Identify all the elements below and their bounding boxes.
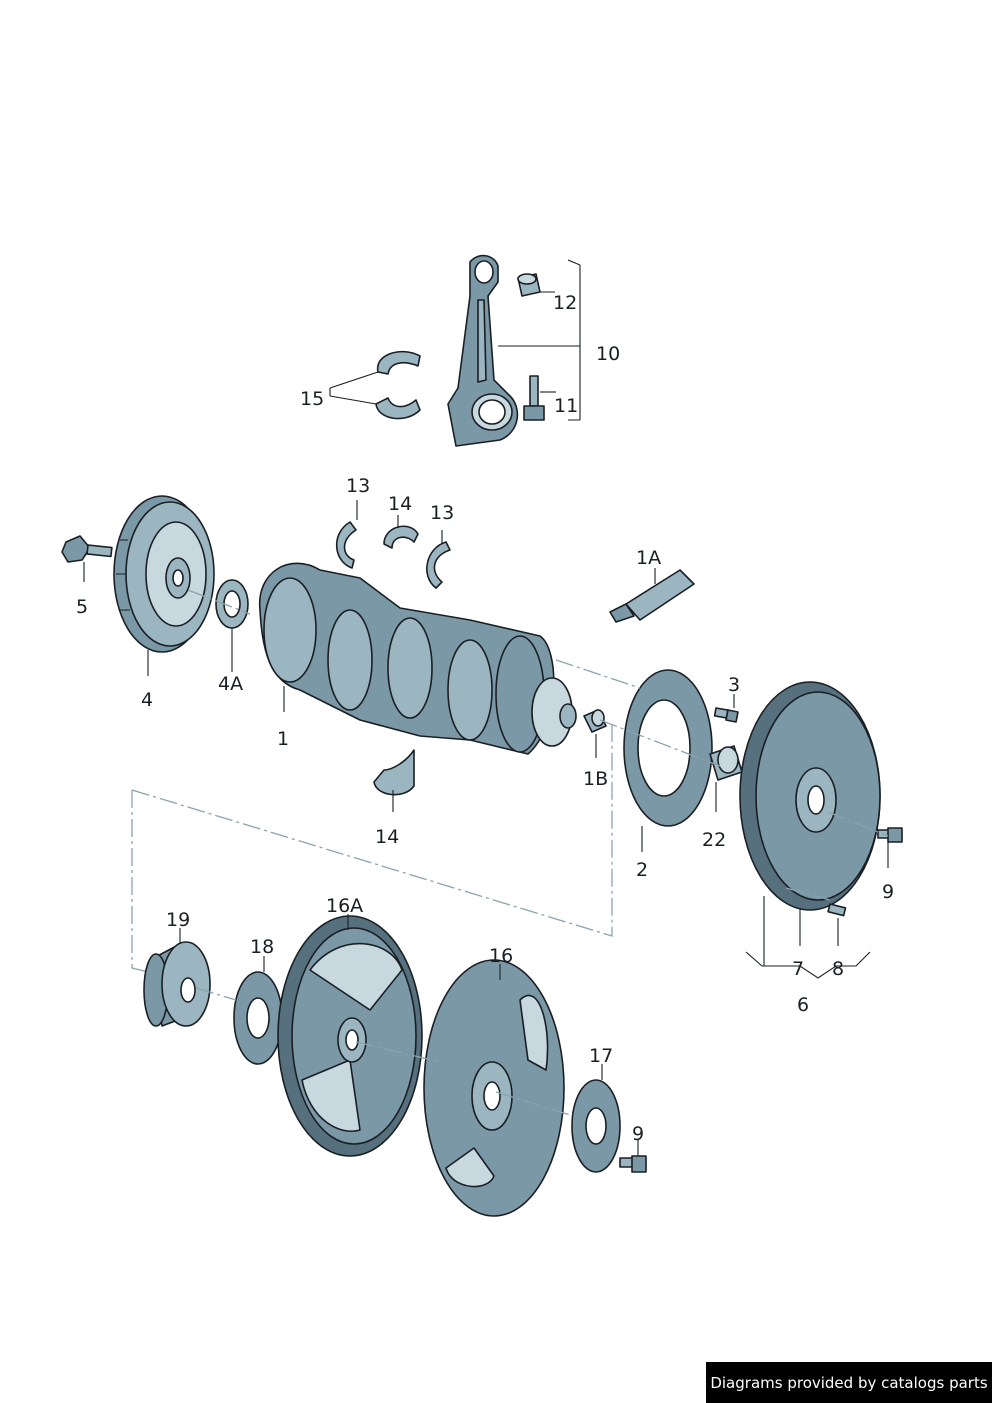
callout-5: 5 bbox=[76, 596, 88, 618]
reinforcing-washer bbox=[571, 1079, 621, 1173]
callout-4: 4 bbox=[141, 689, 153, 711]
callout-11: 11 bbox=[554, 395, 578, 417]
vibration-damper bbox=[113, 495, 215, 653]
callout-8: 8 bbox=[832, 958, 844, 980]
thrust-washers bbox=[335, 521, 451, 796]
callout-16: 16 bbox=[489, 945, 513, 967]
spacer-plate bbox=[233, 971, 283, 1065]
callout-1A: 1A bbox=[636, 547, 661, 569]
needle-bearing bbox=[709, 745, 743, 781]
callout-12: 12 bbox=[553, 292, 577, 314]
callout-22: 22 bbox=[702, 829, 726, 851]
callout-13-right: 13 bbox=[430, 502, 454, 524]
callout-3: 3 bbox=[728, 674, 740, 696]
callout-9-upper: 9 bbox=[882, 881, 894, 903]
callout-13-left: 13 bbox=[346, 475, 370, 497]
callout-1B: 1B bbox=[583, 768, 608, 790]
catalog-credit-badge: Diagrams provided by catalogs parts bbox=[706, 1362, 992, 1403]
drive-plate-bolt bbox=[619, 1155, 647, 1173]
callout-2: 2 bbox=[636, 859, 648, 881]
flywheel-bolt bbox=[877, 827, 903, 843]
connecting-rod bbox=[447, 254, 519, 447]
drive-plate bbox=[423, 959, 565, 1217]
small-end-bushing bbox=[517, 273, 541, 297]
callout-16A: 16A bbox=[326, 895, 363, 917]
callout-19: 19 bbox=[166, 909, 190, 931]
pilot-bearing bbox=[583, 709, 607, 733]
callout-6: 6 bbox=[797, 994, 809, 1016]
drive-plate-ring-gear bbox=[277, 915, 423, 1157]
sender-wheel bbox=[623, 669, 713, 827]
callout-14-lower: 14 bbox=[375, 826, 399, 848]
crankshaft bbox=[259, 562, 577, 755]
adapter-hub bbox=[143, 941, 211, 1027]
callout-18: 18 bbox=[250, 936, 274, 958]
callout-10: 10 bbox=[596, 343, 620, 365]
flywheel bbox=[739, 681, 881, 911]
callout-7: 7 bbox=[792, 958, 804, 980]
callout-14-upper: 14 bbox=[388, 493, 412, 515]
callout-labels: 12 10 11 15 13 14 13 1A 5 4 4A 1 3 1B 2 … bbox=[76, 292, 894, 1145]
sender-wheel-bolt bbox=[713, 707, 739, 723]
sealant-tube bbox=[609, 569, 695, 623]
callout-4A: 4A bbox=[218, 673, 243, 695]
rod-bolt bbox=[523, 375, 545, 421]
callout-17: 17 bbox=[589, 1045, 613, 1067]
damper-washer bbox=[215, 579, 249, 629]
callout-9-lower: 9 bbox=[632, 1123, 644, 1145]
dowel-pin bbox=[827, 903, 847, 917]
pulley-bolt bbox=[61, 535, 113, 563]
callout-15: 15 bbox=[300, 388, 324, 410]
callout-1: 1 bbox=[277, 728, 289, 750]
rod-bearing-shells bbox=[375, 350, 421, 420]
